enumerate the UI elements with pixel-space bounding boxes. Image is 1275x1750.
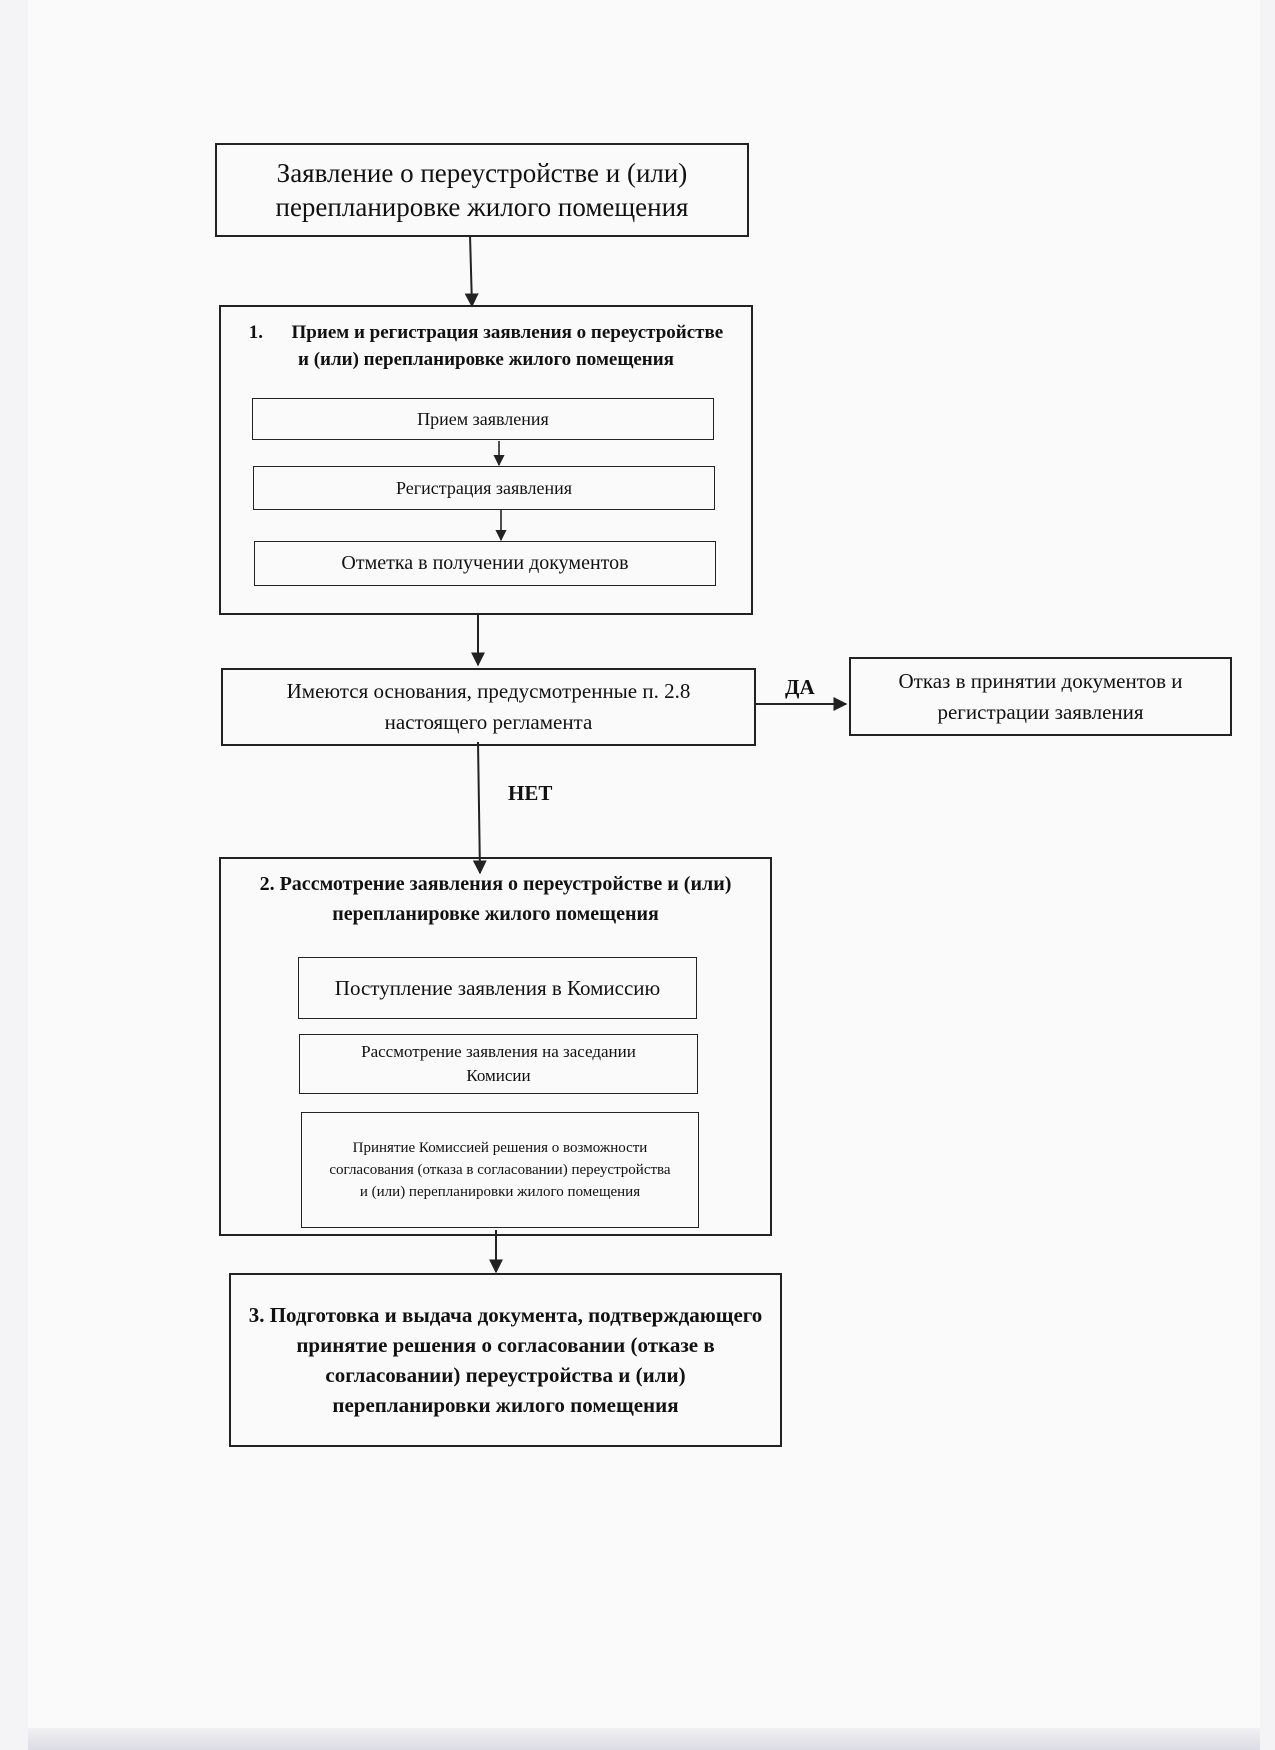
arrow-decision-to-stage2 [472,741,487,875]
stage3-text: 3. Подготовка и выдача документа, подтве… [248,1303,763,1417]
yes-label: ДА [785,675,815,699]
stage2-title: 2. Рассмотрение заявления о переустройст… [259,873,732,925]
refusal-text: Отказ в принятии документов и регистраци… [898,668,1183,724]
stage2-step-decision: Принятие Комиссией решения о возможности… [301,1112,699,1228]
stage2-step-decision-text: Принятие Комиссией решения о возможности… [329,1140,671,1200]
stage2-box: 2. Рассмотрение заявления о переустройст… [219,857,772,1236]
stage2-step-review-text: Рассмотрение заявления на заседании Коми… [361,1042,636,1085]
arrow-title-to-stage1 [464,234,479,308]
application-text: Заявление о переустройстве и (или) переп… [275,158,689,222]
stage1-step-mark: Отметка в получении документов [254,541,716,586]
stage1-box: 1. Прием и регистрация заявления о переу… [219,305,753,615]
application-box: Заявление о переустройстве и (или) переп… [215,143,749,237]
stage2-step-receipt: Поступление заявления в Комиссию [298,957,697,1019]
stage2-step-receipt-text: Поступление заявления в Комиссию [334,975,661,1000]
scan-edge [28,1728,1260,1750]
no-label: НЕТ [508,781,553,805]
stage3-box: 3. Подготовка и выдача документа, подтве… [229,1273,782,1447]
refusal-box: Отказ в принятии документов и регистраци… [849,657,1232,736]
decision-text: Имеются основания, предусмотренные п. 2.… [286,679,691,734]
paper-sheet [28,0,1260,1740]
stage1-step-register-text: Регистрация заявления [395,477,573,498]
stage1-step-receive-text: Прием заявления [417,408,549,429]
stage1-step-mark-text: Отметка в получении документов [341,552,629,574]
stage2-step-review: Рассмотрение заявления на заседании Коми… [299,1034,698,1094]
stage1-step-receive: Прием заявления [252,398,714,440]
stage1-step-register: Регистрация заявления [253,466,715,510]
stage1-title: 1. Прием и регистрация заявления о переу… [248,322,724,370]
decision-box: Имеются основания, предусмотренные п. 2.… [221,668,756,746]
